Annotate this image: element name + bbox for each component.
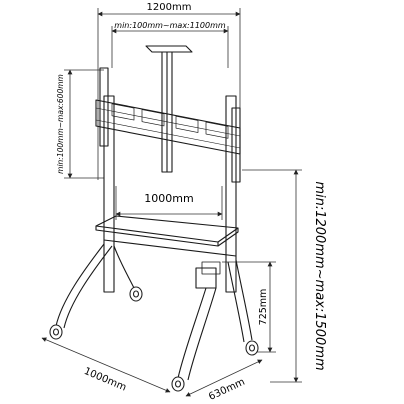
left-rear-leg [113, 245, 135, 289]
left-front-leg [55, 243, 113, 329]
left-column [103, 95, 115, 293]
dimension-lines [41, 8, 302, 397]
base-width-line [41, 337, 171, 393]
shelf-width-label: 1000mm [144, 192, 193, 205]
left-bracket [99, 67, 109, 147]
vesa-horizontal-label: min:100mm~max:1100mm [114, 21, 226, 30]
camera-shelf [145, 45, 193, 53]
wheel-front-right [171, 376, 185, 392]
wheel-front-left [49, 324, 63, 340]
right-bracket [231, 107, 241, 183]
wheels [49, 286, 259, 392]
wheel-rear-left [129, 286, 143, 302]
right-column [225, 95, 237, 293]
lower-frame [103, 239, 237, 257]
right-front-leg [177, 287, 217, 381]
base-depth-label: 630mm [207, 377, 247, 403]
overall-width-label: 1200mm [147, 2, 192, 13]
right-rear-leg [227, 259, 253, 343]
base-width-label: 1000mm [82, 366, 128, 394]
vesa-vertical-label: min:100mm~max:600mm [56, 74, 65, 174]
base-depth-line [185, 359, 263, 397]
wheel-rear-right [245, 340, 259, 356]
screen-height-label: min:1200mm~max:1500mm [312, 181, 327, 370]
stand-structure [55, 45, 253, 381]
shelf-height-label: 725mm [258, 289, 269, 326]
vesa-plate [95, 99, 241, 155]
shelf [95, 215, 239, 243]
